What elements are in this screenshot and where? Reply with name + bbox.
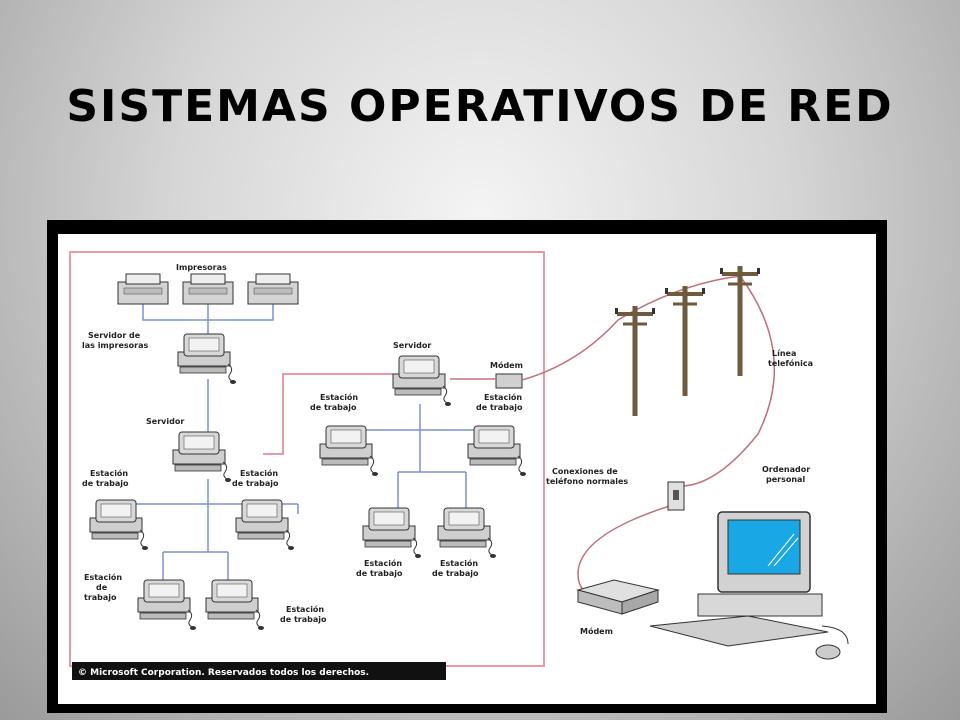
copyright-bar bbox=[72, 662, 446, 680]
label-ws-bottom-a-3: trabajo bbox=[84, 593, 117, 602]
label-print-server-1: Servidor de bbox=[88, 331, 141, 340]
label-ws-center-left-1: Estación bbox=[320, 392, 358, 402]
label-phone-line-2: telefónica bbox=[768, 358, 813, 368]
label-modem-bottom: Módem bbox=[580, 626, 613, 636]
telephone-pole-2 bbox=[665, 286, 705, 396]
printer-3 bbox=[247, 273, 299, 305]
server-link bbox=[263, 373, 393, 455]
modem-bottom bbox=[576, 579, 660, 615]
label-ws-center-left-2: de trabajo bbox=[310, 403, 357, 412]
telephone-pole-1 bbox=[615, 306, 655, 416]
label-phone-line-1: Línea bbox=[772, 349, 796, 358]
network-diagram: Impresoras Servidor de las impresoras Se… bbox=[69, 251, 849, 680]
workstation-bottom-c bbox=[362, 507, 422, 559]
label-modem-top: Módem bbox=[490, 360, 523, 370]
label-ws-bottom-c-1: Estación bbox=[364, 558, 402, 568]
label-ws-left-b-2: de trabajo bbox=[232, 479, 279, 488]
print-server bbox=[177, 333, 237, 385]
workstation-left-a bbox=[89, 499, 149, 551]
label-server-center: Servidor bbox=[393, 341, 431, 350]
label-ws-bottom-d-2: de trabajo bbox=[432, 569, 479, 578]
label-server-left: Servidor bbox=[146, 417, 184, 426]
label-ws-bottom-a-1: Estación bbox=[84, 572, 122, 582]
server-center bbox=[392, 355, 452, 407]
label-pc-2: personal bbox=[766, 475, 805, 484]
workstation-bottom-a bbox=[137, 579, 197, 631]
label-pc-1: Ordenador bbox=[762, 465, 810, 474]
label-ws-center-right-1: Estación bbox=[484, 392, 522, 402]
label-ws-left-a-1: Estación bbox=[90, 468, 128, 478]
label-ws-left-a-2: de trabajo bbox=[82, 479, 129, 488]
lan-cables bbox=[117, 304, 494, 580]
label-ws-center-right-2: de trabajo bbox=[476, 403, 523, 412]
telephone-pole-3 bbox=[720, 266, 760, 376]
workstation-center-right bbox=[467, 425, 527, 477]
workstation-center-left bbox=[319, 425, 379, 477]
printer-1 bbox=[117, 273, 169, 305]
personal-computer bbox=[649, 511, 849, 660]
slide-title: Sistemas operativos de red bbox=[66, 81, 894, 132]
label-ws-bottom-d-1: Estación bbox=[440, 558, 478, 568]
label-ws-bottom-b-2: de trabajo bbox=[280, 615, 327, 624]
label-phone-conn-1: Conexiones de bbox=[552, 467, 618, 476]
copyright-text: © Microsoft Corporation. Reservados todo… bbox=[78, 668, 369, 678]
server-left bbox=[172, 431, 232, 483]
label-ws-bottom-b-1: Estación bbox=[286, 604, 324, 614]
label-print-server-2: las impresoras bbox=[82, 341, 148, 350]
modem-top bbox=[495, 373, 523, 389]
workstation-bottom-b bbox=[205, 579, 265, 631]
label-printers: Impresoras bbox=[176, 263, 227, 272]
workstation-left-b bbox=[235, 499, 295, 551]
workstation-bottom-d bbox=[437, 507, 497, 559]
label-ws-bottom-c-2: de trabajo bbox=[356, 569, 403, 578]
label-ws-bottom-a-2: de bbox=[96, 583, 108, 592]
printer-2 bbox=[182, 273, 234, 305]
label-phone-conn-2: teléfono normales bbox=[546, 476, 628, 486]
label-ws-left-b-1: Estación bbox=[240, 468, 278, 478]
